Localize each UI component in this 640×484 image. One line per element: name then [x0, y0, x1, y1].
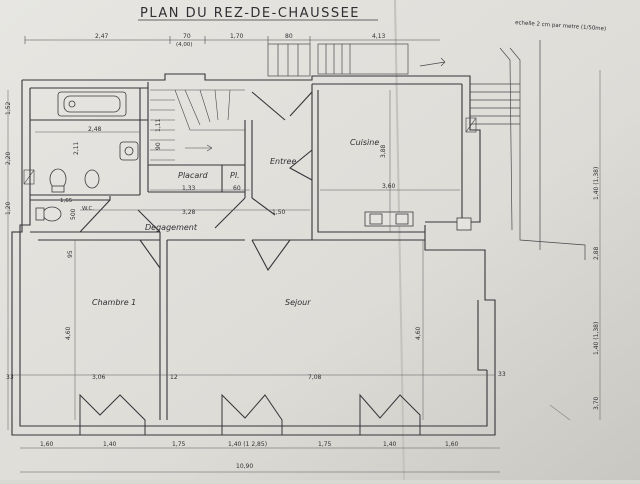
- room-label-cuisine: Cuisine: [350, 138, 379, 147]
- dim-90: 90: [155, 142, 162, 150]
- dim-left-3: 1,20: [5, 201, 12, 215]
- dim-bottom-2: 1,40: [103, 441, 117, 448]
- dim-500: 500: [70, 208, 77, 220]
- dim-kitchen-width: 3,60: [382, 183, 396, 190]
- dim-right-1: 1,40 (1,38): [593, 167, 600, 200]
- interior-walls: [30, 84, 425, 420]
- dim-95: 95: [67, 250, 74, 258]
- bathtub: [57, 91, 127, 117]
- dim-sejour-height: 4,60: [415, 326, 422, 340]
- room-label-entree: Entree: [270, 157, 296, 166]
- dim-1-11: 1,11: [155, 118, 162, 132]
- room-label-pl: Pl.: [230, 171, 240, 180]
- kitchen-sink: [364, 211, 414, 227]
- hatched-blocks: [23, 117, 477, 185]
- dim-bath-width: 2,48: [88, 126, 102, 133]
- dim-bottom-6: 1,40: [383, 441, 397, 448]
- dim-right-2: 2,88: [593, 246, 600, 260]
- dim-wall-12: 12: [170, 374, 178, 381]
- dim-top-2b: (4,00): [176, 42, 193, 48]
- wc-toilet: [42, 206, 62, 222]
- dim-2-11: 2,11: [73, 141, 80, 155]
- dim-bottom-4: 1,40 (1 2,85): [228, 441, 267, 448]
- dim-top-1: 2,47: [95, 33, 109, 40]
- dim-top-4: 80: [285, 33, 293, 40]
- dim-bottom-5: 1,75: [318, 441, 332, 448]
- dim-kitchen-height: 3,88: [380, 144, 387, 158]
- dim-placard-width: 1,33: [182, 185, 196, 192]
- dim-left-2: 2,20: [5, 151, 12, 165]
- exterior-walls: [11, 73, 496, 436]
- dim-right-4: 3,70: [593, 396, 600, 410]
- plan-title: PLAN DU REZ-DE-CHAUSSEE: [140, 6, 360, 21]
- dim-total-width: 10,90: [236, 463, 253, 470]
- dim-bottom-1: 1,60: [40, 441, 54, 448]
- dim-right-3: 1,40 (1,38): [593, 322, 600, 355]
- dim-sejour-width: 7,08: [308, 374, 322, 381]
- measurement-lines: [7, 70, 601, 473]
- dim-pl-width: 60: [233, 185, 241, 192]
- dim-chambre-height: 4,60: [65, 326, 72, 340]
- outdoor-stairs: [267, 40, 586, 260]
- room-label-wc: W.C.: [82, 206, 94, 212]
- room-label-placard: Placard: [178, 171, 209, 180]
- fixtures: [35, 91, 472, 231]
- sink: [119, 141, 139, 161]
- room-label-degagement: Degagement: [145, 223, 198, 232]
- dim-left-1: 1,52: [5, 101, 12, 115]
- dim-bottom-7: 1,60: [445, 441, 459, 448]
- bidet: [84, 169, 100, 189]
- dim-top-2: 70: [183, 33, 191, 40]
- interior-stair: [150, 89, 245, 161]
- room-label-chambre: Chambre 1: [92, 298, 136, 307]
- stove: [456, 217, 472, 231]
- dim-chambre-width: 3,06: [92, 374, 106, 381]
- dim-top-3: 1,70: [230, 33, 244, 40]
- dim-wc-width: 1,65: [60, 198, 73, 204]
- top-dimension-line: [24, 36, 440, 44]
- dim-bottom-3: 1,75: [172, 441, 186, 448]
- bottom-windows: [79, 393, 421, 435]
- dim-wall-33-left: 33: [6, 374, 14, 381]
- dim-top-5: 4,13: [372, 33, 386, 40]
- dim-wall-33-right: 33: [498, 371, 506, 378]
- dim-degagement-width: 3,28: [182, 209, 196, 216]
- dim-entry-width: 1,50: [272, 209, 286, 216]
- room-label-sejour: Sejour: [285, 298, 311, 307]
